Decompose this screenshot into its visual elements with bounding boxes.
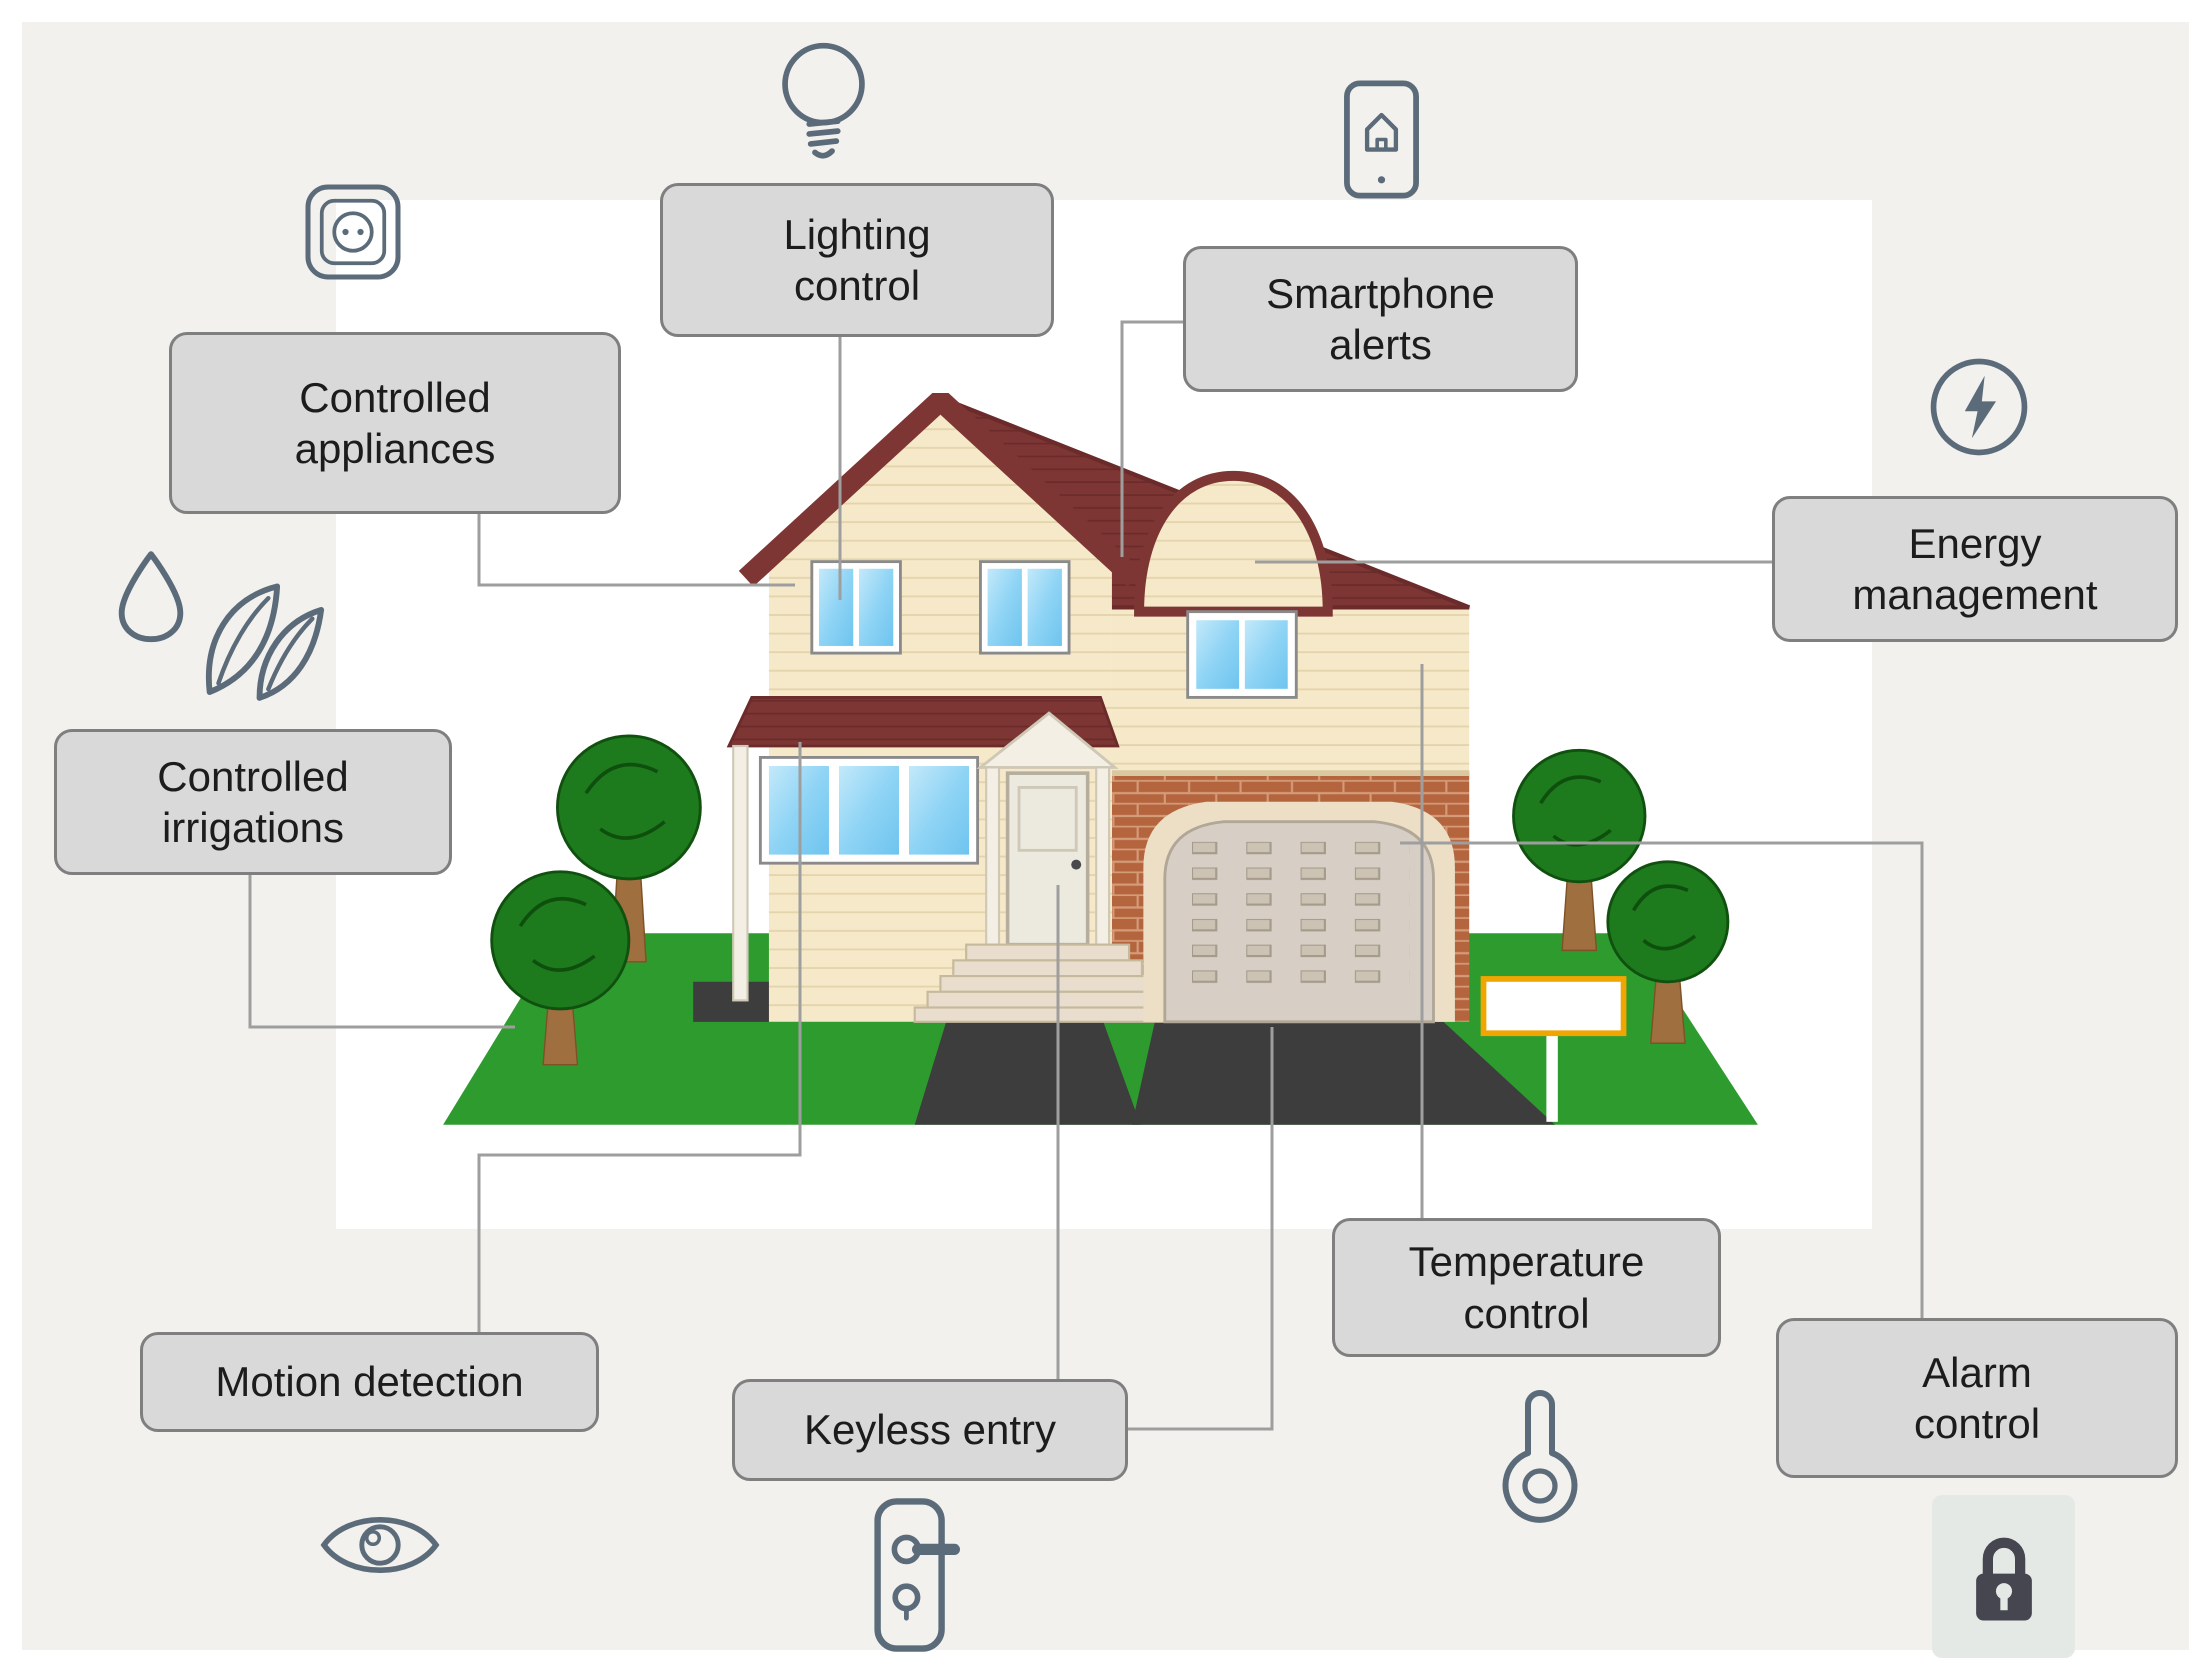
padlock-chip: [1932, 1495, 2075, 1658]
label-controlled-irrigations-line1: Controlled: [157, 752, 349, 800]
gable-face: [771, 404, 1110, 568]
light-bulb-icon: [782, 42, 865, 159]
gable-roof: [738, 393, 1143, 587]
label-smartphone-alerts-line2: alerts: [1329, 321, 1432, 368]
label-energy-management: Energy management: [1772, 496, 2178, 642]
upstairs-window-left: [810, 560, 902, 655]
garage-door: [1143, 801, 1455, 1024]
label-energy-management-line1: Energy: [1908, 519, 2042, 567]
label-temperature-control-line2: control: [1463, 1289, 1590, 1337]
house-illustration: [443, 393, 1758, 1125]
label-smartphone-alerts: Smartphone alerts: [1183, 246, 1578, 392]
label-alarm-control-line2: control: [1913, 1400, 2041, 1447]
water-drop-leaves-icon: [118, 551, 325, 701]
label-motion-detection: Motion detection: [140, 1332, 599, 1432]
label-energy-management-line2: management: [1852, 571, 2098, 618]
label-alarm-control: Alarm control: [1776, 1318, 2178, 1478]
upstairs-window-right: [979, 560, 1071, 655]
label-smartphone-alerts-line1: Smartphone: [1266, 269, 1495, 317]
label-lighting-control-line2: control: [793, 262, 921, 309]
label-lighting-control: Lighting control: [660, 183, 1054, 337]
label-motion-detection-line1: Motion detection: [215, 1358, 524, 1406]
front-steps: [913, 943, 1182, 1023]
front-door: [976, 711, 1119, 947]
label-controlled-appliances-line1: Controlled: [299, 373, 491, 421]
eye-icon: [320, 1517, 440, 1573]
porch-post: [732, 744, 749, 1002]
label-controlled-appliances: Controlled appliances: [169, 332, 621, 514]
label-controlled-appliances-line2: appliances: [294, 425, 496, 472]
label-alarm-control-line1: Alarm: [1922, 1348, 2032, 1396]
smartphone-home-icon: [1344, 80, 1419, 199]
dormer-window: [1186, 610, 1298, 699]
label-controlled-irrigations-line2: irrigations: [161, 804, 345, 851]
label-temperature-control-line1: Temperature: [1408, 1238, 1645, 1286]
padlock-icon: [1975, 1537, 2032, 1621]
porch-windows: [758, 755, 980, 865]
porch-awning: [726, 695, 1120, 748]
label-temperature-control: Temperature control: [1332, 1218, 1721, 1357]
power-outlet-icon: [305, 184, 401, 280]
thermometer-icon: [1502, 1390, 1578, 1523]
label-keyless-entry-line1: Keyless entry: [803, 1406, 1057, 1454]
lightning-bolt-icon: [1930, 358, 2028, 456]
label-keyless-entry: Keyless entry: [732, 1379, 1128, 1481]
door-handle-lock-icon: [874, 1498, 961, 1652]
label-controlled-irrigations: Controlled irrigations: [54, 729, 452, 875]
label-lighting-control-line1: Lighting: [783, 210, 931, 258]
